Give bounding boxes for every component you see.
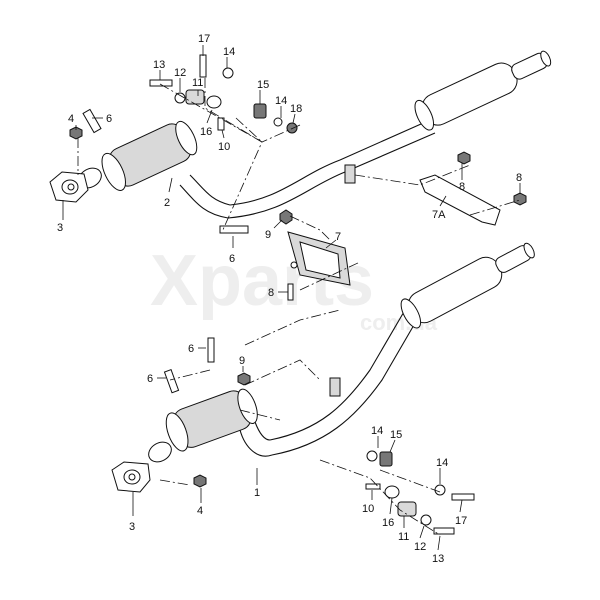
callout-12: 12 xyxy=(414,541,426,553)
callout-13: 13 xyxy=(432,553,444,565)
callout-1: 1 xyxy=(254,487,260,499)
callout-4: 4 xyxy=(197,505,203,517)
bottom-exhaust-assembly: 6 6 9 4 3 1 14 15 14 10 16 11 12 13 17 xyxy=(111,242,535,565)
callout-11: 11 xyxy=(192,77,203,89)
top-callouts: 17 14 13 12 11 15 14 18 6 4 16 10 2 3 9 … xyxy=(57,33,522,299)
callout-11: 11 xyxy=(398,531,409,543)
callout-6: 6 xyxy=(147,373,153,385)
callout-14: 14 xyxy=(436,457,448,469)
top-rear-muffler xyxy=(227,50,552,219)
callout-16: 16 xyxy=(200,126,212,138)
callout-15: 15 xyxy=(390,429,402,441)
callout-17: 17 xyxy=(198,33,210,45)
callout-15: 15 xyxy=(257,79,269,91)
callout-10: 10 xyxy=(362,503,374,515)
top-heat-shield xyxy=(287,231,351,286)
callout-14: 14 xyxy=(275,95,287,107)
callout-6: 6 xyxy=(188,343,194,355)
callout-9: 9 xyxy=(265,229,271,241)
callout-8: 8 xyxy=(268,287,274,299)
callout-3: 3 xyxy=(57,222,63,234)
callout-13: 13 xyxy=(153,59,165,71)
bottom-hanger xyxy=(329,377,341,397)
callout-8: 8 xyxy=(516,172,522,184)
callout-2: 2 xyxy=(164,197,170,209)
top-fasteners xyxy=(69,54,527,301)
callout-6: 6 xyxy=(229,253,235,265)
callout-7: 7 xyxy=(335,231,341,243)
top-dash-lines xyxy=(77,78,521,291)
callout-3: 3 xyxy=(129,521,135,533)
callout-12: 12 xyxy=(174,67,186,79)
callout-4: 4 xyxy=(68,113,74,125)
callout-8: 8 xyxy=(459,181,465,193)
bottom-catalytic-converter xyxy=(111,388,273,493)
watermark: Xparts com.ua xyxy=(150,241,438,335)
bottom-leader-lines xyxy=(132,347,463,551)
callout-10: 10 xyxy=(218,141,230,153)
bottom-dash-lines xyxy=(159,309,441,536)
bottom-fasteners xyxy=(163,337,475,535)
callout-14: 14 xyxy=(371,425,383,437)
callout-9: 9 xyxy=(239,355,245,367)
bottom-rear-muffler xyxy=(269,242,535,456)
top-exhaust-assembly: 17 14 13 12 11 15 14 18 6 4 16 10 2 3 9 … xyxy=(49,33,552,301)
callout-18: 18 xyxy=(290,103,302,115)
callout-16: 16 xyxy=(382,517,394,529)
callout-14: 14 xyxy=(223,46,235,58)
callout-17: 17 xyxy=(455,515,467,527)
callout-6: 6 xyxy=(106,113,112,125)
top-catalytic-converter xyxy=(49,120,231,219)
callout-7a: 7A xyxy=(432,209,446,221)
bottom-callouts: 6 6 9 4 3 1 14 15 14 10 16 11 12 13 17 xyxy=(129,343,467,565)
top-hanger-7a xyxy=(344,164,501,226)
top-leader-lines xyxy=(62,45,521,293)
